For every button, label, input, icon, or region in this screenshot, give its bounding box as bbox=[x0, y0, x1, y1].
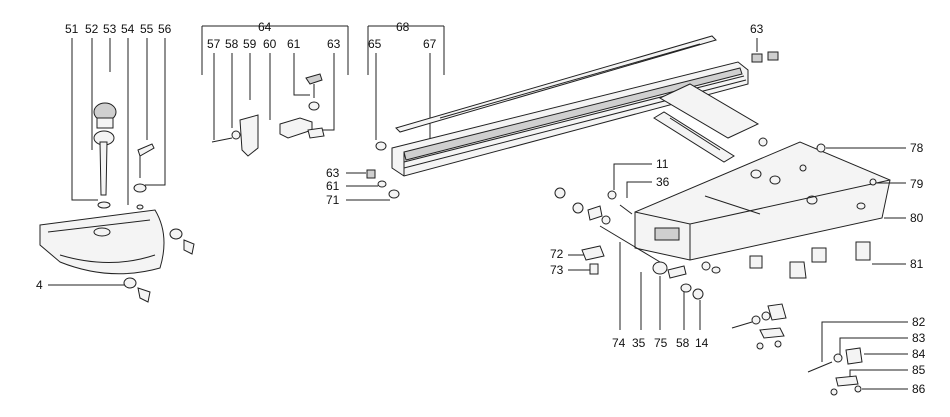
callout-58-lower: 58 bbox=[676, 336, 690, 350]
callout-65: 65 bbox=[368, 37, 382, 51]
callout-55: 55 bbox=[140, 22, 154, 36]
callout-63-rail: 63 bbox=[750, 22, 764, 36]
callout-81: 81 bbox=[910, 257, 924, 271]
callout-64: 64 bbox=[258, 20, 272, 34]
callout-51: 51 bbox=[65, 22, 79, 36]
callout-35: 35 bbox=[632, 336, 646, 350]
callout-60: 60 bbox=[263, 37, 277, 51]
callout-83: 83 bbox=[912, 331, 926, 345]
extension-table: 78 79 80 81 bbox=[634, 137, 924, 279]
callout-73: 73 bbox=[550, 263, 564, 277]
callout-57: 57 bbox=[207, 37, 221, 51]
callout-78: 78 bbox=[910, 141, 924, 155]
callout-68: 68 bbox=[396, 20, 410, 34]
callout-56: 56 bbox=[158, 22, 172, 36]
scale-plate bbox=[653, 83, 760, 163]
callout-85: 85 bbox=[912, 363, 926, 377]
callout-53: 53 bbox=[103, 22, 117, 36]
callout-59: 59 bbox=[243, 37, 257, 51]
slot-nut-group: 63 61 71 bbox=[326, 166, 400, 207]
callout-84: 84 bbox=[912, 347, 926, 361]
callout-61-nut: 61 bbox=[326, 179, 340, 193]
callout-14: 14 bbox=[695, 336, 709, 350]
callout-11: 11 bbox=[656, 157, 669, 171]
callout-74: 74 bbox=[612, 336, 626, 350]
fence-clamp-assembly: 64 57 58 59 60 61 63 bbox=[201, 20, 349, 157]
mitre-gauge-assembly: 51 52 53 54 55 56 4 bbox=[36, 22, 195, 303]
fastener-group: 82 83 84 85 86 bbox=[731, 303, 926, 396]
callout-36: 36 bbox=[656, 175, 670, 189]
callout-71: 71 bbox=[326, 193, 340, 207]
callout-58: 58 bbox=[225, 37, 239, 51]
callout-72: 72 bbox=[550, 247, 564, 261]
callout-63-nut: 63 bbox=[326, 166, 340, 180]
callout-4: 4 bbox=[36, 278, 43, 292]
callout-80: 80 bbox=[910, 211, 924, 225]
callout-67: 67 bbox=[423, 37, 437, 51]
locking-mechanism: 11 36 72 73 74 35 75 58 14 bbox=[550, 157, 721, 350]
callout-75: 75 bbox=[654, 336, 668, 350]
callout-79: 79 bbox=[910, 177, 924, 191]
guide-rail-assembly: 68 65 67 63 bbox=[367, 20, 779, 177]
callout-61: 61 bbox=[287, 37, 301, 51]
callout-54: 54 bbox=[121, 22, 135, 36]
callout-63: 63 bbox=[327, 37, 341, 51]
callout-86: 86 bbox=[912, 382, 926, 396]
callout-82: 82 bbox=[912, 315, 926, 329]
callout-52: 52 bbox=[85, 22, 99, 36]
